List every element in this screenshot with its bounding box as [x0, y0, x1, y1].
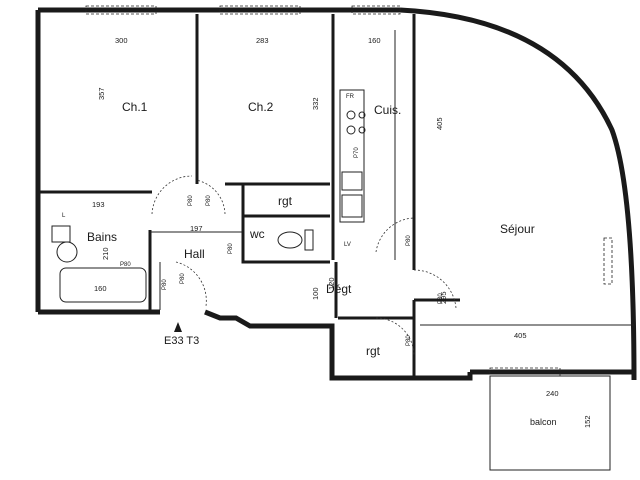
dim-sejour-depth: 295 — [439, 291, 448, 304]
toilet — [277, 231, 303, 249]
dim-ch1-depth: 357 — [97, 87, 106, 100]
room-balcon: balcon — [530, 417, 557, 427]
door-label-c: P80 — [120, 262, 131, 268]
door-label-d: P80 — [162, 279, 168, 290]
entry-marker: E33 T3 — [164, 322, 199, 347]
kitchen-lv-label: LV — [344, 242, 351, 248]
dim-degt-depth: 120 — [327, 277, 336, 290]
dim-balcon-depth: 152 — [583, 415, 592, 428]
dim-bains-width: 193 — [92, 200, 105, 209]
room-ch1: Ch.1 — [122, 100, 148, 114]
dim-cuis-depth: 405 — [435, 117, 444, 130]
windows — [85, 5, 613, 377]
sink — [341, 171, 363, 191]
entry-arrow-icon — [174, 322, 182, 332]
door-label-j: P70 — [354, 147, 360, 158]
doors — [151, 175, 457, 357]
room-rgt-top: rgt — [278, 194, 293, 208]
bathtub — [59, 267, 147, 303]
room-ch2: Ch.2 — [248, 100, 274, 114]
room-wc: wc — [249, 227, 265, 241]
room-rgt-bottom: rgt — [366, 344, 381, 358]
dim-hall-width: 197 — [190, 224, 203, 233]
dim-bains-depth: 210 — [101, 247, 110, 260]
door-label-g: P80 — [406, 335, 412, 346]
washbasin — [56, 241, 78, 263]
door-label-f: P80 — [406, 235, 412, 246]
dim-ch2-width: 283 — [256, 36, 269, 45]
interior-walls — [40, 14, 460, 376]
room-labels: Ch.1 Ch.2 Cuis. Séjour Bains Hall wc Dég… — [87, 100, 557, 427]
door-label-e: P80 — [228, 243, 234, 254]
dim-bath-length: 160 — [94, 284, 107, 293]
dim-ch1-width: 300 — [115, 36, 128, 45]
kitchen-counter — [339, 89, 365, 223]
fixtures — [51, 30, 634, 471]
room-degt: Dégt — [326, 282, 352, 296]
door-label-i: P80 — [438, 293, 444, 304]
bath-shelf-label: L — [62, 213, 66, 219]
dim-cuis-width: 160 — [368, 36, 381, 45]
shelf — [51, 225, 71, 243]
dim-ch2-depth: 332 — [311, 97, 320, 110]
room-hall: Hall — [184, 247, 205, 261]
dim-balcon-width: 240 — [546, 389, 559, 398]
door-label-a: P80 — [188, 195, 194, 206]
dimension-labels: 300 283 160 357 332 405 193 197 210 160 … — [62, 36, 592, 428]
room-bains: Bains — [87, 230, 117, 244]
plan-caption: E33 T3 — [164, 335, 199, 347]
exterior-walls — [35, 7, 637, 381]
balcony-outline — [489, 375, 611, 471]
kitchen-fridge-label: FR — [346, 94, 355, 100]
room-sejour: Séjour — [500, 222, 535, 236]
room-cuisine: Cuis. — [374, 103, 401, 117]
dim-sejour-width: 405 — [514, 331, 527, 340]
dim-degt-width: 100 — [311, 287, 320, 300]
door-label-b: P80 — [206, 195, 212, 206]
door-label-h: P80 — [180, 273, 186, 284]
